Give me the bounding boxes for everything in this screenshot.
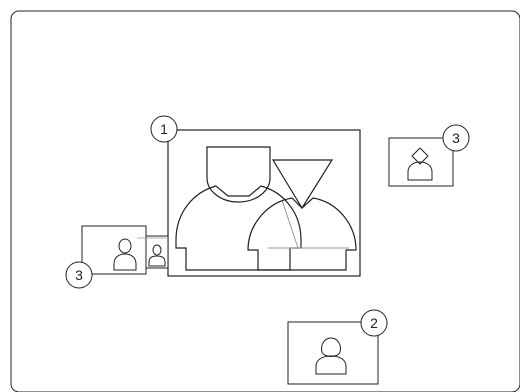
person-curly-hair-icon	[315, 337, 347, 375]
outer-frame	[10, 10, 520, 392]
callout-2-label: 2	[370, 315, 378, 331]
left-window	[81, 225, 169, 275]
person-diamond-head-icon	[407, 147, 433, 181]
callout-3-top-label: 3	[452, 130, 460, 146]
callout-3-left-label: 3	[75, 267, 83, 283]
person-silhouette-icon	[148, 244, 166, 267]
person-triangle-head-icon	[247, 159, 357, 271]
bottom-window	[287, 321, 379, 385]
callout-1: 1	[150, 115, 178, 143]
overlap-guides	[268, 199, 349, 249]
person-silhouette-icon	[175, 146, 302, 271]
left-window-thumbnail	[145, 235, 169, 269]
callout-2: 2	[360, 309, 388, 337]
callout-3-left: 3	[65, 261, 93, 289]
person-silhouette-icon	[113, 238, 137, 271]
callout-1-label: 1	[160, 121, 168, 137]
callout-3-top: 3	[442, 124, 470, 152]
top-right-window	[388, 137, 454, 187]
main-window	[167, 129, 361, 277]
